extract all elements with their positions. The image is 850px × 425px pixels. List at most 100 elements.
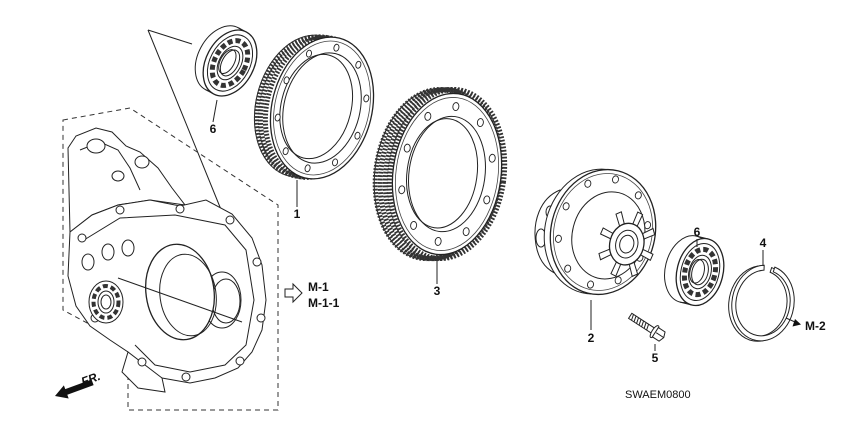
housing-tube (101, 243, 115, 261)
bearing-outer-race-edge (679, 242, 721, 302)
bolt-hole (564, 264, 572, 273)
bolt-hole (584, 179, 592, 188)
gear-teeth (386, 86, 508, 262)
gear-bore-depth (279, 53, 353, 160)
reference-m2[interactable]: M-2 (805, 319, 826, 333)
bearing-bore (219, 49, 241, 77)
bolt-hole (354, 131, 361, 140)
guide-line (147, 29, 223, 213)
arrow-shaft (785, 317, 796, 323)
bolt-hole (304, 164, 311, 173)
bolt-hole (363, 94, 370, 103)
callout-bearing-right[interactable]: 6 (694, 225, 701, 239)
flange-edge (552, 173, 654, 291)
mounting-boss (252, 257, 262, 267)
callout-bolt[interactable]: 5 (652, 351, 659, 365)
bearing-balls (91, 284, 121, 320)
reference-m1[interactable]: M-1 (308, 280, 329, 294)
callout-large-gear[interactable]: 3 (434, 284, 441, 298)
flange-bolt (627, 312, 666, 342)
bolt-hole (424, 111, 432, 121)
bearing-balls (209, 38, 251, 88)
hub-bore (619, 234, 635, 254)
bolt-hole-ring (398, 102, 496, 246)
gear-bore (408, 115, 486, 233)
bolt-hole (403, 143, 411, 153)
bolt-hole (282, 147, 289, 156)
housing-bore-main (145, 243, 215, 341)
housing-axis-line (117, 277, 243, 323)
bolt-hole (283, 76, 290, 85)
bolt-hole (488, 153, 496, 163)
bearing-bore-depth (689, 259, 705, 284)
bolt-hole (452, 102, 460, 112)
bearing-bore-depth (218, 49, 237, 75)
bolt-hole (614, 276, 622, 285)
thread-line (631, 314, 634, 321)
case-ribs (598, 211, 656, 278)
mounting-boss (77, 233, 87, 243)
bolt-hole (476, 118, 484, 127)
guide-line (147, 29, 193, 45)
bolt-hole (355, 60, 362, 69)
bearing-right (664, 235, 725, 307)
housing-boss (134, 155, 150, 169)
snap-ring-front (731, 264, 795, 342)
mounting-boss (181, 372, 191, 382)
differential-case (534, 168, 657, 296)
bolt-hole (305, 49, 312, 58)
bolt-hole (274, 113, 281, 122)
thread-line (638, 319, 642, 326)
bearing-outer-race-edge (206, 34, 254, 92)
final-gear-large (372, 86, 508, 262)
housing-boss (86, 138, 106, 154)
gear-face-ring (394, 97, 500, 251)
case-flange (543, 168, 657, 296)
thread-line (646, 324, 650, 331)
housing-flange-inner-edge (83, 214, 255, 373)
housing-dashed-outline (62, 107, 279, 411)
housing-tube (121, 239, 135, 257)
leader-line (212, 99, 218, 123)
reference-m1-1[interactable]: M-1-1 (308, 296, 340, 310)
snap-ring (728, 264, 795, 342)
bolt-hole (434, 236, 442, 246)
housing-bottom-tab (121, 351, 166, 393)
case-hub (608, 222, 645, 266)
diagram-code: SWAEM0800 (625, 389, 691, 401)
right-arrow-icon (785, 317, 801, 327)
thread-line (636, 317, 640, 324)
bolt-hole (410, 221, 418, 230)
mounting-boss (115, 205, 125, 215)
thread-line (633, 315, 637, 323)
housing-tube (81, 253, 95, 271)
bolt-head-edge (655, 332, 665, 339)
bolt-hole (332, 158, 339, 167)
thread-line (641, 320, 645, 327)
front-direction-label: FR. (79, 369, 102, 389)
housing-bearing (88, 280, 124, 324)
thread-line (643, 322, 647, 329)
bolt-hole (398, 185, 406, 195)
callout-snap-ring[interactable]: 4 (760, 236, 767, 250)
mounting-boss (137, 357, 147, 367)
ring-gear-small (253, 34, 375, 180)
mounting-boss (256, 313, 266, 323)
callout-differential-case[interactable]: 2 (588, 331, 595, 345)
mounting-boss (175, 204, 185, 214)
housing-boss (111, 170, 125, 182)
bolt-threads (631, 314, 650, 331)
bolt-hole (554, 234, 562, 243)
bearing-bore (100, 294, 112, 310)
bolt-hole (333, 43, 340, 52)
bolt-hole (611, 175, 619, 184)
arrow-head (792, 319, 801, 327)
bolt-hole-ring (274, 43, 370, 173)
gear-bore-depth (406, 118, 479, 229)
bolt-hole (587, 280, 595, 289)
bolt-hole (462, 227, 470, 237)
bearing-top (194, 25, 258, 97)
callout-bearing-top[interactable]: 6 (210, 122, 217, 136)
callout-ring-gear[interactable]: 1 (294, 207, 301, 221)
